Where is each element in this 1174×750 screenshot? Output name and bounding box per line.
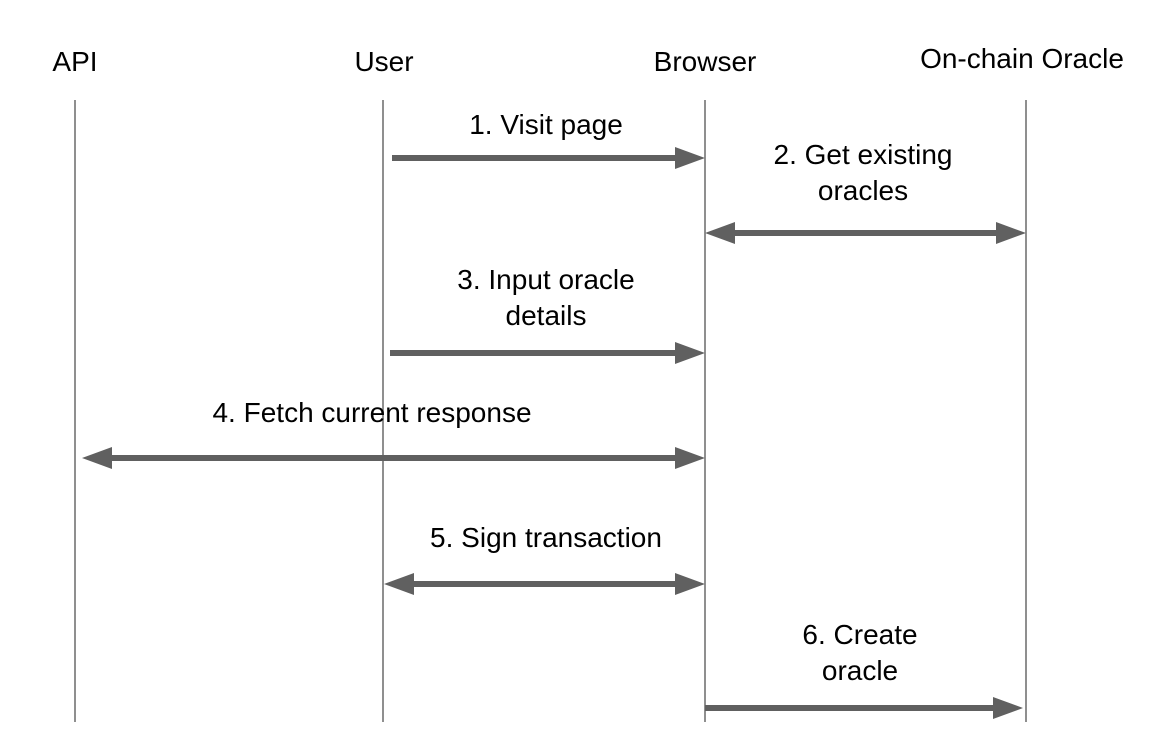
arrow-3-user-to-browser — [390, 342, 705, 364]
arrowhead-left-icon — [384, 573, 414, 595]
message-label-2-get-existing-oracles: 2. Get existing oracles — [773, 139, 953, 206]
lifeline-onchain-oracle — [1025, 100, 1027, 722]
arrow-1-user-to-browser — [392, 147, 705, 169]
lifeline-api — [74, 100, 76, 722]
arrow-2-browser-oracle-bidirectional — [705, 222, 1026, 244]
message-label-3-input-oracle-details: 3. Input oracle details — [457, 264, 635, 331]
arrow-5-user-browser-bidirectional — [384, 573, 705, 595]
arrow-shaft — [705, 705, 997, 711]
actor-label-browser: Browser — [653, 46, 757, 77]
message-label-6-create-oracle: 6. Create oracle — [802, 619, 918, 686]
arrowhead-left-icon — [82, 447, 112, 469]
arrowhead-right-icon — [996, 222, 1026, 244]
message-label-1-visit-page: 1. Visit page — [469, 109, 623, 140]
arrow-shaft — [108, 455, 679, 461]
lifeline-browser — [704, 100, 706, 722]
arrowhead-right-icon — [675, 147, 705, 169]
lifeline-user — [382, 100, 384, 722]
arrowhead-right-icon — [675, 447, 705, 469]
arrow-4-api-browser-bidirectional — [82, 447, 705, 469]
arrow-shaft — [390, 350, 679, 356]
arrowhead-left-icon — [705, 222, 735, 244]
arrow-6-browser-to-oracle — [705, 697, 1023, 719]
message-label-5-sign-transaction: 5. Sign transaction — [430, 522, 662, 553]
arrowhead-right-icon — [675, 573, 705, 595]
actor-label-onchain-oracle: On-chain Oracle — [920, 43, 1124, 74]
arrow-shaft — [410, 581, 679, 587]
actor-label-user: User — [354, 46, 414, 77]
arrow-shaft — [392, 155, 679, 161]
actor-label-api: API — [52, 46, 98, 77]
arrowhead-right-icon — [993, 697, 1023, 719]
arrowhead-right-icon — [675, 342, 705, 364]
message-label-4-fetch-current-response: 4. Fetch current response — [212, 397, 532, 428]
arrow-shaft — [731, 230, 1000, 236]
